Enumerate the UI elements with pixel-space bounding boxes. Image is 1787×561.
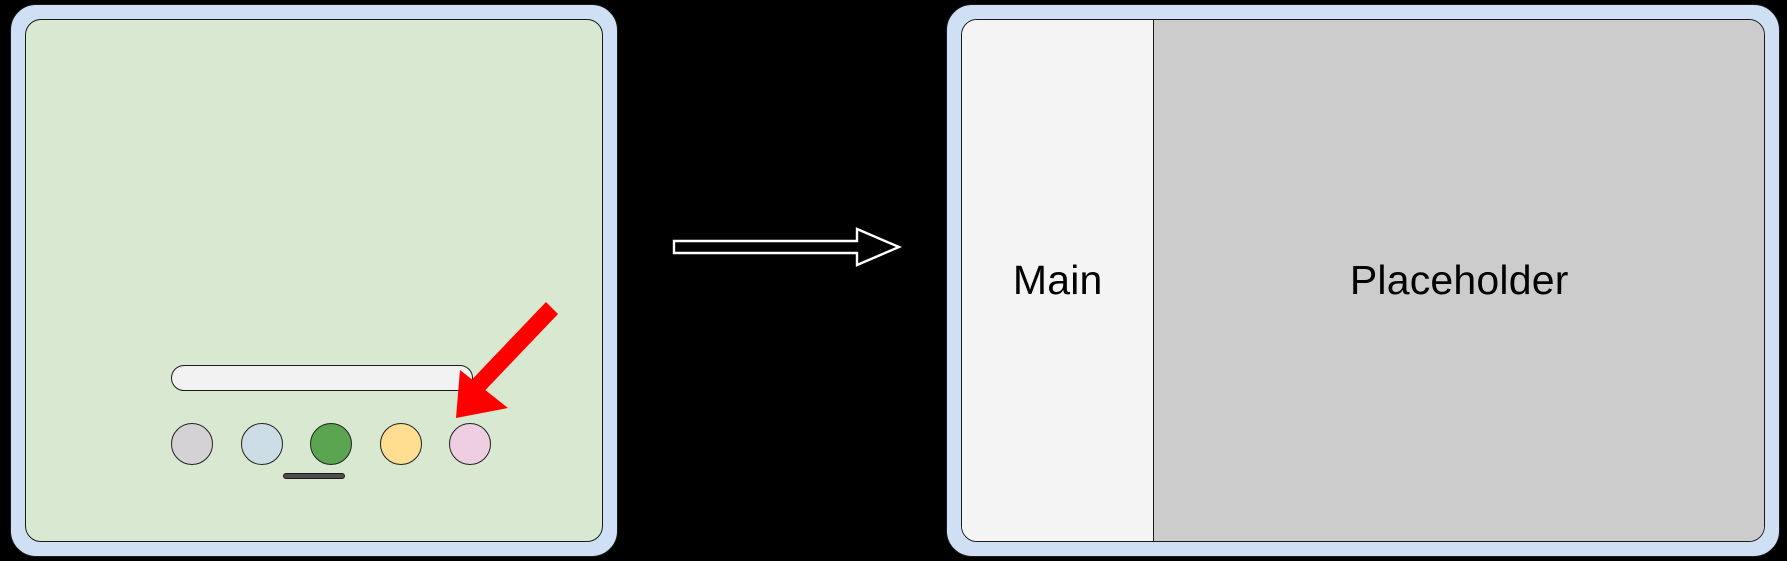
pane-main-label: Main — [1012, 257, 1103, 303]
pane-main[interactable]: Main — [962, 20, 1155, 541]
home-indicator — [283, 473, 345, 479]
search-input[interactable] — [171, 365, 473, 391]
dock-icon-1[interactable] — [171, 423, 213, 465]
pane-placeholder-label: Placeholder — [1349, 257, 1569, 303]
split-view-screen: Main Placeholder — [961, 19, 1765, 542]
dock-icon-4[interactable] — [379, 423, 422, 465]
home-screen — [25, 19, 603, 542]
tablet-device-after: Main Placeholder — [946, 4, 1780, 557]
transition-arrow-icon — [672, 227, 902, 267]
dock-icon-3[interactable] — [310, 423, 352, 465]
dock-icon-5[interactable] — [449, 423, 491, 465]
tablet-device-before — [10, 4, 618, 557]
dock-icon-2[interactable] — [240, 423, 283, 465]
dock — [171, 421, 491, 467]
pane-placeholder[interactable]: Placeholder — [1154, 20, 1764, 541]
